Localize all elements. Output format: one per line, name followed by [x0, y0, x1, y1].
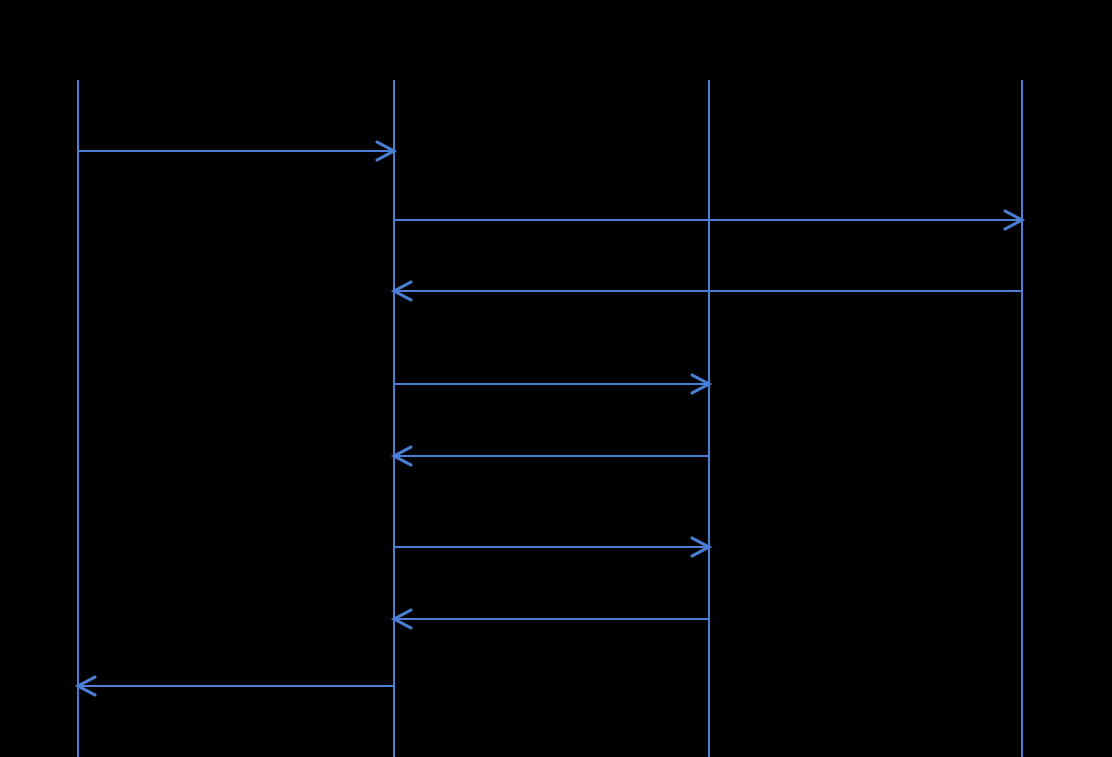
lifeline-group	[77, 80, 1023, 757]
message-arrowhead-3	[390, 280, 413, 302]
message-arrowhead-2	[1003, 209, 1026, 231]
message-arrowhead-5	[390, 445, 413, 467]
message-group	[74, 140, 1026, 697]
message-arrowhead-7	[390, 608, 413, 630]
message-arrowhead-8	[74, 675, 97, 697]
message-arrowhead-1	[375, 140, 398, 162]
message-arrowhead-6	[690, 536, 713, 558]
message-arrowhead-4	[690, 373, 713, 395]
